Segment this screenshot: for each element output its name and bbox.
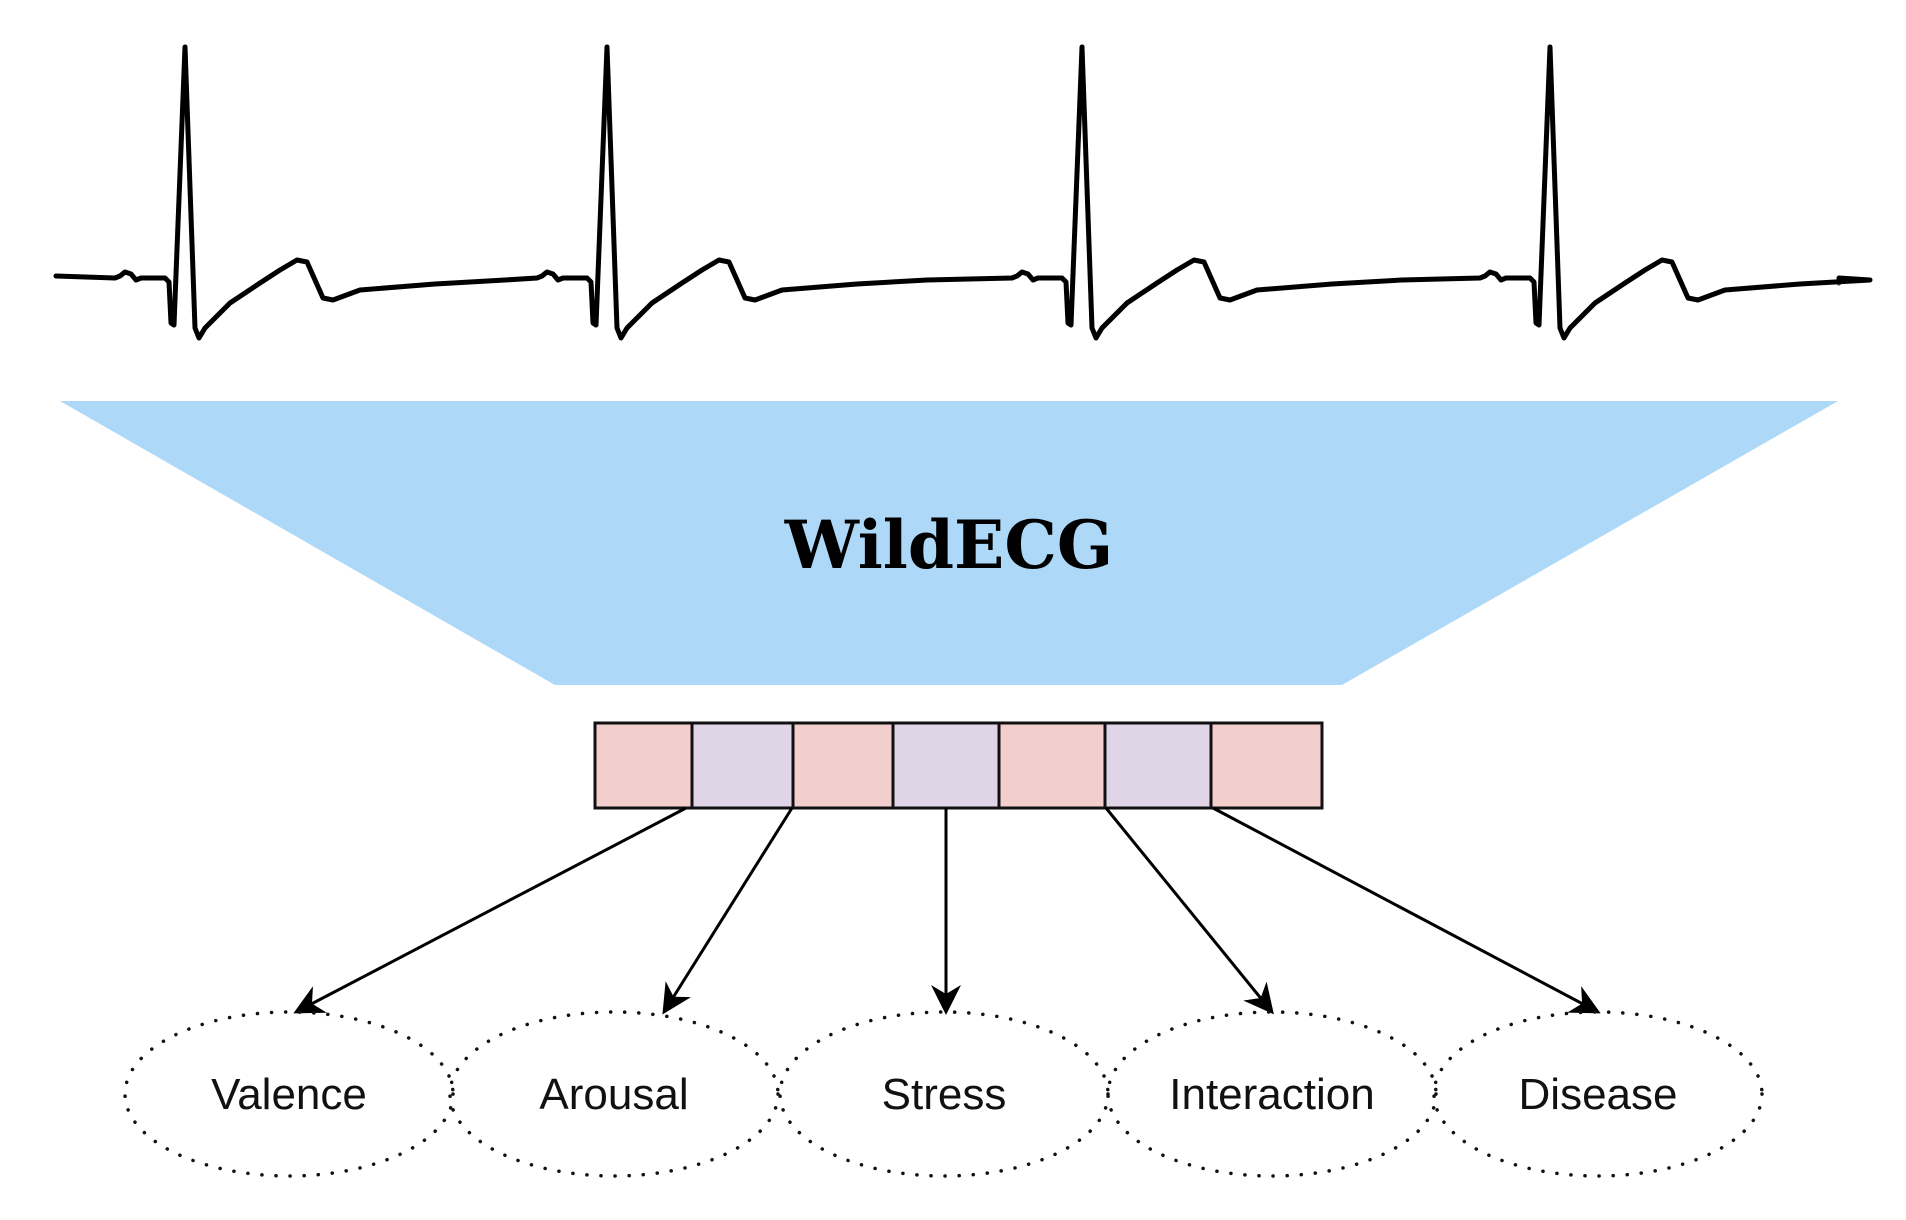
embedding-vector <box>593 721 1324 810</box>
embedding-cell <box>791 721 895 810</box>
arrow-to-valence <box>293 806 687 1014</box>
task-node-interaction: Interaction <box>1106 1010 1438 1178</box>
embedding-cell <box>593 721 694 810</box>
task-arrows <box>293 806 1601 1015</box>
embedding-cell <box>1209 721 1324 810</box>
task-label: Stress <box>882 1070 1007 1119</box>
task-label: Valence <box>211 1070 367 1119</box>
model-title: WildECG <box>784 506 1113 584</box>
encoder: WildECG <box>60 401 1838 685</box>
task-ellipse <box>448 1010 780 1178</box>
task-node-arousal: Arousal <box>448 1010 780 1178</box>
downstream-tasks: Valence Arousal Stress Interaction Disease <box>123 1010 1764 1178</box>
task-ellipse <box>123 1010 455 1178</box>
arrow-to-interaction <box>1104 807 1274 1015</box>
task-node-disease: Disease <box>1432 1010 1764 1178</box>
embedding-cell <box>891 721 1001 810</box>
task-ellipse <box>1106 1010 1438 1178</box>
embedding-cell <box>997 721 1107 810</box>
encoder-trapezoid <box>60 401 1838 685</box>
task-label: Disease <box>1519 1070 1678 1119</box>
ecg-waveform <box>53 44 1873 341</box>
task-node-stress: Stress <box>778 1010 1110 1178</box>
task-label: Interaction <box>1169 1070 1374 1119</box>
arrow-to-arousal <box>662 807 794 1015</box>
task-label: Arousal <box>539 1070 688 1119</box>
task-ellipse <box>1432 1010 1764 1178</box>
arrow-to-disease <box>1212 806 1601 1014</box>
task-ellipse <box>778 1010 1110 1178</box>
task-node-valence: Valence <box>123 1010 455 1178</box>
embedding-cell <box>690 721 795 810</box>
embedding-cell <box>1103 721 1213 810</box>
